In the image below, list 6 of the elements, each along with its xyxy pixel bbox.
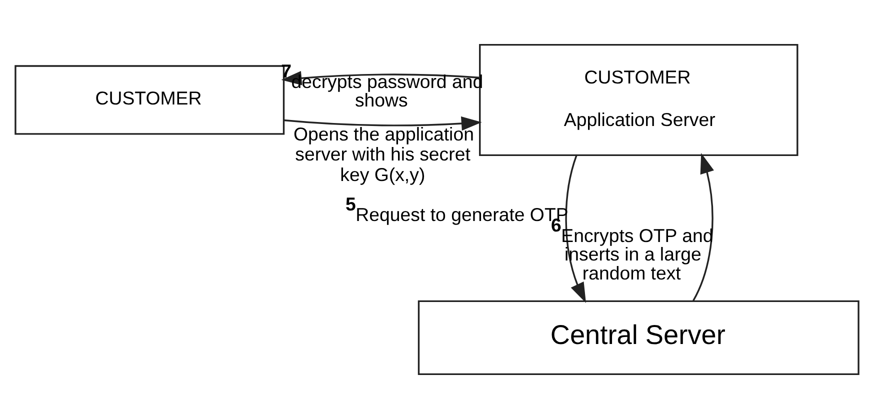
node-box: Central Server bbox=[418, 300, 860, 376]
arrow bbox=[284, 116, 482, 131]
edge-label: Opens the application server with his secret key G(x,y) bbox=[293, 123, 474, 186]
arrow bbox=[692, 152, 714, 302]
arrow bbox=[565, 155, 586, 303]
node-box: CUSTOMER Application Server bbox=[479, 44, 798, 156]
